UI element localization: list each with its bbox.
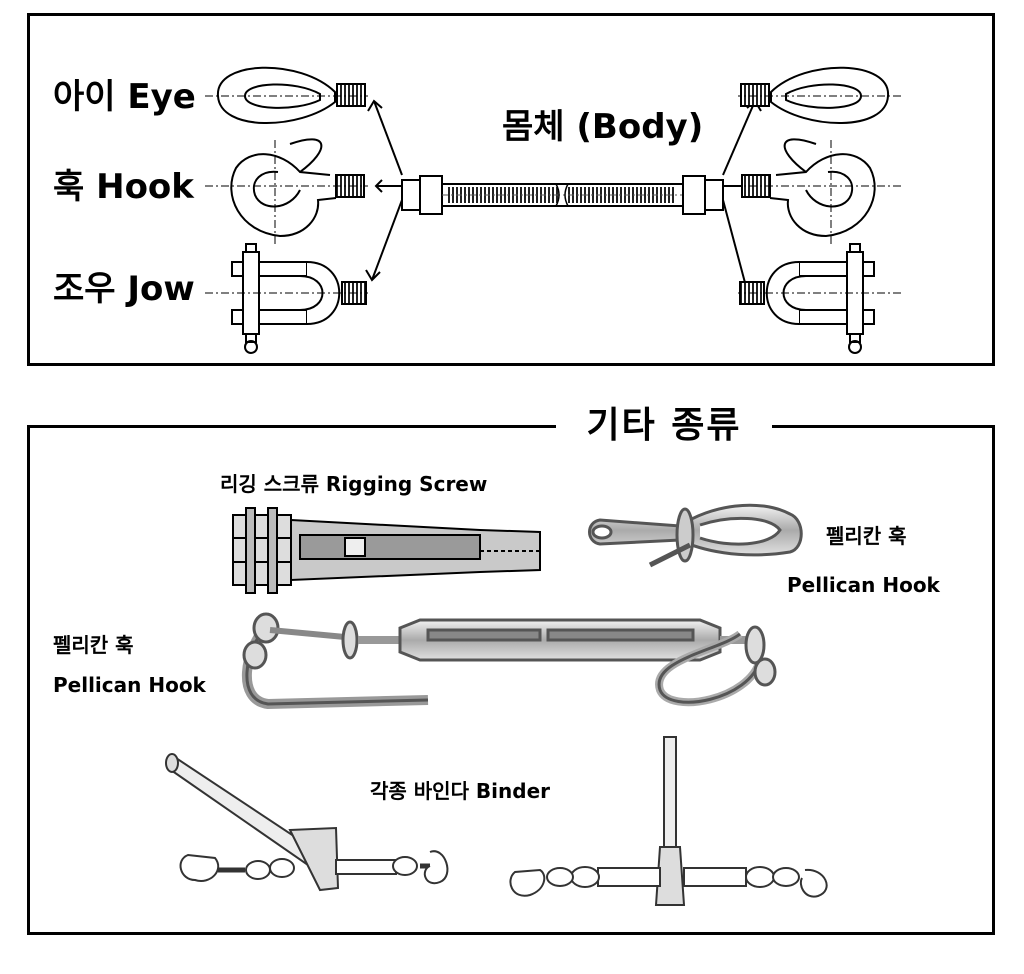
binder-label: 각종 바인다 Binder [370, 779, 551, 803]
pellican-hook-small-drawing [588, 503, 803, 568]
jaw-end-right-drawing [738, 243, 901, 354]
pellican-hook-left-ko-label: 펠리칸 훅 [53, 633, 134, 657]
hook-end-left-drawing [205, 138, 368, 245]
hook-label: 훅 Hook [53, 167, 194, 207]
bottom-section-title: 기타 종류 [556, 407, 772, 445]
bottom-panel [27, 425, 995, 935]
eye-label: 아이 Eye [53, 77, 196, 117]
jaw-label: 조우 Jow [53, 269, 195, 309]
lever-binder-drawing [509, 736, 828, 906]
pellican-hook-large-drawing [241, 612, 777, 710]
body-label: 몸체 (Body) [502, 107, 704, 147]
jaw-end-left-drawing [205, 243, 368, 354]
pellican-hook-left-en-label: Pellican Hook [53, 673, 206, 697]
eye-end-right-drawing [738, 66, 901, 124]
rigging-screw-label: 리깅 스크류 Rigging Screw [220, 472, 488, 496]
pellican-hook-right-ko-label: 펠리칸 훅 [826, 524, 907, 548]
rigging-screw-drawing [232, 507, 541, 594]
ratchet-binder-drawing [165, 753, 449, 892]
eye-end-left-drawing [205, 66, 368, 124]
pellican-hook-right-en-label: Pellican Hook [787, 573, 940, 597]
turnbuckle-body-drawing [401, 175, 724, 215]
hook-end-right-drawing [738, 138, 901, 245]
